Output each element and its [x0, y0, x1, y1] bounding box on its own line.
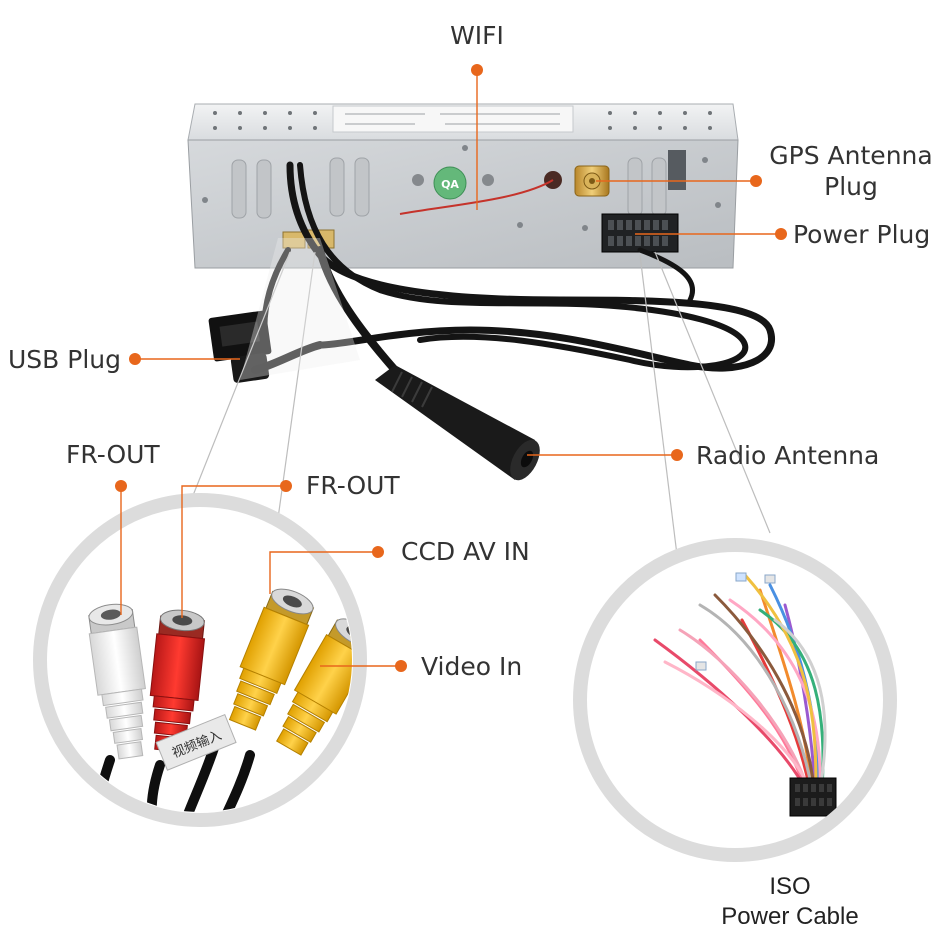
iso-power-cable-label: ISO Power Cable	[690, 872, 890, 932]
gps-antenna-plug-label: GPS Antenna Plug	[765, 140, 937, 202]
callout-leaders	[120, 70, 781, 667]
radio-antenna-label: Radio Antenna	[696, 441, 880, 470]
ccd-dot	[372, 546, 384, 558]
power-dot	[775, 228, 787, 240]
rca-detail-circle: 视频输入	[33, 493, 367, 827]
radio-dot	[671, 449, 683, 461]
radio-antenna-plug-image	[375, 365, 540, 481]
head-unit-image: QA	[187, 103, 739, 269]
fr-out-label-1: FR-OUT	[66, 440, 160, 469]
gps-dot	[750, 175, 762, 187]
fr-out-label-2: FR-OUT	[306, 471, 400, 500]
gps-label-line-2: Plug	[824, 172, 878, 201]
video-dot	[395, 660, 407, 672]
iso-detail-circle	[573, 538, 897, 862]
gps-label-line-1: GPS Antenna	[769, 141, 933, 170]
wifi-label: WIFI	[450, 21, 504, 50]
fr-out-2-dot	[280, 480, 292, 492]
usb-dot	[129, 353, 141, 365]
ccd-av-in-label: CCD AV IN	[401, 537, 530, 566]
fr-out-2-leader	[181, 485, 286, 618]
callout-dots	[115, 64, 787, 672]
usb-plug-label: USB Plug	[8, 345, 122, 374]
fr-out-1-dot	[115, 480, 127, 492]
cable-bundle	[261, 161, 775, 374]
iso-label-line-1: ISO	[769, 873, 811, 900]
zoom-wedge	[240, 238, 360, 380]
power-plug-label: Power Plug	[793, 220, 931, 249]
qa-sticker: QA	[441, 178, 459, 191]
video-in-label: Video In	[421, 652, 523, 681]
ccd-leader	[269, 551, 378, 594]
wifi-dot	[471, 64, 483, 76]
iso-label-line-2: Power Cable	[721, 903, 859, 930]
zoom-guide-lines	[187, 251, 771, 556]
